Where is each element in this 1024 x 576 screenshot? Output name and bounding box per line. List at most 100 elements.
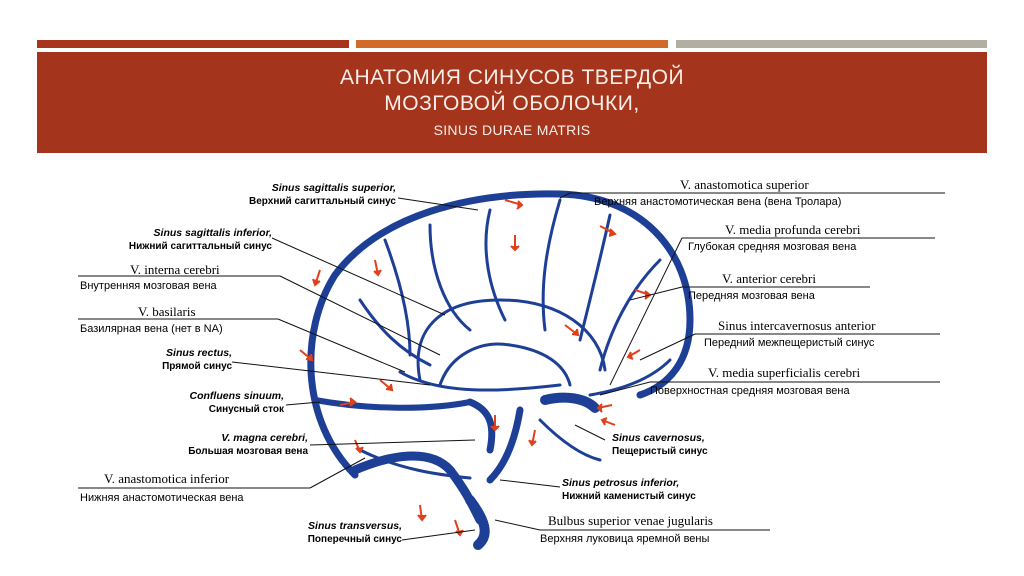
leader-line xyxy=(629,286,683,301)
leader-line xyxy=(639,333,696,361)
superior-sagittal-sinus xyxy=(307,190,694,479)
label-sinus-rectus: Sinus rectus, Прямой синус xyxy=(162,347,232,373)
leader-line xyxy=(231,361,431,386)
label-russian: Синусный сток xyxy=(208,404,284,415)
title-banner: АНАТОМИЯ СИНУСОВ ТВЕРДОЙ МОЗГОВОЙ ОБОЛОЧ… xyxy=(37,52,987,153)
leader-line xyxy=(309,439,476,446)
leader-line xyxy=(609,237,683,386)
label-russian: Верхний сагиттальный синус xyxy=(249,196,396,207)
inferior-petrosal-sinus xyxy=(486,406,524,484)
cavernous-sinus xyxy=(540,392,600,413)
flow-arrow xyxy=(379,379,394,392)
label-v-basilaris: V. basilaris xyxy=(138,305,196,318)
label-bulbus-superior-venae-jugularis-ru: Верхняя луковица яремной вены xyxy=(540,533,709,546)
label-v-anastomotica-inferior-ru: Нижняя анастомотическая вена xyxy=(80,492,244,505)
label-v-media-superficialis-cerebri: V. media superficialis cerebri xyxy=(708,366,860,379)
leader-line xyxy=(401,529,476,541)
label-russian: Пещеристый синус xyxy=(612,446,708,457)
label-russian: Базилярная вена (нет в NA) xyxy=(80,323,223,335)
label-latin: Sinus cavernosus, xyxy=(612,432,705,444)
label-v-basilaris-ru: Базилярная вена (нет в NA) xyxy=(80,323,223,336)
label-sinus-transversus: Sinus transversus, Поперечный синус xyxy=(308,520,402,546)
flow-arrow xyxy=(564,324,580,337)
straight-sinus xyxy=(312,397,473,411)
flow-arrow xyxy=(354,439,364,454)
label-russian: Нижний каменистый синус xyxy=(562,491,696,502)
flow-arrow xyxy=(596,403,613,413)
label-latin: Confluens sinuum, xyxy=(189,390,285,402)
label-latin: V. anterior cerebri xyxy=(722,271,816,286)
flow-arrow xyxy=(490,415,500,432)
cortical-vein-5 xyxy=(578,213,612,342)
accent-stripe-middle xyxy=(356,40,668,48)
label-latin: V. media profunda cerebri xyxy=(725,222,861,237)
leader-line xyxy=(599,381,651,396)
label-latin: Sinus sagittalis inferior, xyxy=(153,227,272,239)
leader-line xyxy=(494,519,541,531)
accent-stripe-right xyxy=(676,40,987,48)
label-russian: Глубокая средняя мозговая вена xyxy=(688,241,857,253)
label-latin: Bulbus superior venae jugularis xyxy=(548,513,713,528)
label-russian: Нижняя анастомотическая вена xyxy=(80,492,244,504)
flow-arrow xyxy=(417,504,427,522)
basal-vein xyxy=(398,370,562,392)
label-latin: V. anastomotica superior xyxy=(680,177,809,192)
flow-arrow xyxy=(600,417,616,426)
flow-arrow xyxy=(339,397,357,407)
label-sinus-cavernosus: Sinus cavernosus, Пещеристый синус xyxy=(612,432,708,458)
slide-subtitle: SINUS DURAE MATRIS xyxy=(433,122,591,138)
label-latin: Sinus rectus, xyxy=(166,347,232,359)
label-v-anastomotica-superior-ru: Верхняя анастомотическая вена (вена Трол… xyxy=(594,196,841,209)
label-latin: Sinus intercavernosus anterior xyxy=(718,318,876,333)
flow-arrow xyxy=(299,349,314,362)
label-latin: V. interna cerebri xyxy=(130,262,220,277)
label-sinus-petrosus-inferior: Sinus petrosus inferior, Нижний каменист… xyxy=(562,477,696,503)
leader-line xyxy=(277,318,406,373)
label-sinus-intercavernosus-anterior-ru: Передний межпещеристый синус xyxy=(704,337,874,350)
superior-anastomotic-vein xyxy=(598,258,662,372)
label-v-interna-cerebri: V. interna cerebri xyxy=(130,263,220,276)
label-latin: V. anastomotica inferior xyxy=(104,471,230,486)
slide-title-line-1: АНАТОМИЯ СИНУСОВ ТВЕРДОЙ xyxy=(339,66,685,89)
leader-line xyxy=(285,401,321,406)
label-russian: Передняя мозговая вена xyxy=(688,290,815,302)
label-russian: Поверхностная средняя мозговая вена xyxy=(650,385,850,397)
label-sinus-intercavernosus-anterior: Sinus intercavernosus anterior xyxy=(718,319,875,332)
flow-arrow xyxy=(626,349,641,360)
leader-line xyxy=(499,479,561,488)
flow-arrow xyxy=(599,225,617,237)
label-bulbus-superior-venae-jugularis: Bulbus superior venae jugularis xyxy=(548,514,713,527)
accent-stripe-left xyxy=(37,40,349,48)
label-latin: V. magna cerebri, xyxy=(221,432,308,444)
flow-arrow xyxy=(634,289,652,300)
jugular-bulb xyxy=(465,495,490,550)
label-russian: Внутренняя мозговая вена xyxy=(80,280,217,292)
leader-line xyxy=(397,197,479,211)
slide-title-line-2: МОЗГОВОЙ ОБОЛОЧКИ, xyxy=(384,92,640,115)
label-latin: Sinus sagittalis superior, xyxy=(271,182,396,194)
leader-line xyxy=(271,237,446,316)
label-sinus-sagittalis-superior: Sinus sagittalis superior, Верхний сагит… xyxy=(249,182,396,208)
label-latin: Sinus petrosus inferior, xyxy=(562,477,680,489)
label-russian: Верхняя луковица яремной вены xyxy=(540,533,710,545)
label-sinus-sagittalis-inferior: Sinus sagittalis inferior, Нижний сагитт… xyxy=(129,227,272,253)
label-russian: Передний межпещеристый синус xyxy=(704,337,875,349)
inferior-anastomotic-vein xyxy=(358,448,472,480)
label-latin: V. media superficialis cerebri xyxy=(708,365,861,380)
label-v-media-profunda-cerebri-ru: Глубокая средняя мозговая вена xyxy=(688,241,856,254)
cortical-vein-3 xyxy=(484,208,507,322)
inferior-sagittal-sinus xyxy=(416,298,607,382)
flow-arrow xyxy=(373,259,382,277)
leader-line xyxy=(559,192,571,199)
label-v-anterior-cerebri: V. anterior cerebri xyxy=(722,272,816,285)
label-russian: Прямой синус xyxy=(162,361,232,372)
label-latin: Sinus transversus, xyxy=(308,520,402,532)
cortical-vein-8 xyxy=(588,358,672,397)
cortical-vein-7 xyxy=(538,418,602,462)
label-russian: Нижний сагиттальный синус xyxy=(128,241,272,252)
cortical-vein-6 xyxy=(383,238,412,357)
label-russian: Поперечный синус xyxy=(307,534,402,545)
label-russian: Верхняя анастомотическая вена (вена Трол… xyxy=(594,196,842,208)
label-v-anastomotica-inferior: V. anastomotica inferior xyxy=(104,472,229,485)
